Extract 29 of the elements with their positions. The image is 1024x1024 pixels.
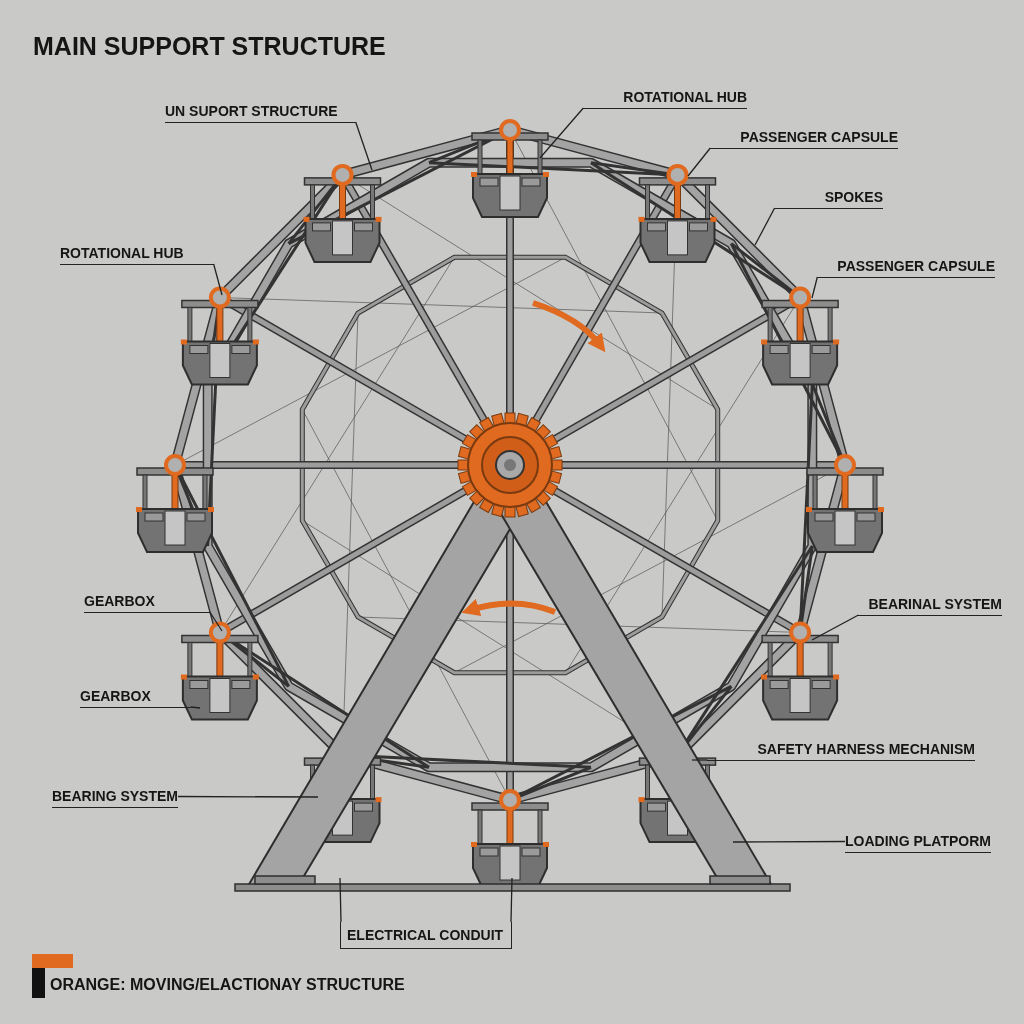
leader-line — [213, 263, 223, 296]
leader-line — [732, 840, 846, 843]
legend-text: ORANGE: MOVING/ELACTIONAY STRUCTURE — [50, 976, 405, 994]
callout-label: SAFETY HARNESS MECHANISM — [707, 738, 975, 761]
leader-line — [190, 706, 201, 709]
callout-label: SPOKES — [774, 186, 883, 209]
leader-line — [811, 614, 860, 641]
callout-label: GEARBOX — [80, 685, 191, 708]
callout-label: BEARING SYSTEM — [52, 785, 178, 808]
callout-label: LOADING PLATPORM — [845, 830, 991, 853]
leader-line — [510, 877, 513, 923]
callout-label: PASSENGER CAPSULE — [710, 126, 898, 149]
leader-line — [209, 611, 223, 632]
callout-label: ELECTRICAL CONDUIT — [340, 922, 512, 949]
callout-label: PASSENGER CAPSULE — [817, 255, 995, 278]
leader-line — [754, 207, 776, 246]
leader-line — [539, 107, 584, 159]
callout-label: GEARBOX — [84, 590, 210, 613]
leader-line — [811, 276, 818, 299]
callout-label: ROTATIONAL HUB — [60, 242, 214, 265]
callout-label: BEARINAL SYSTEM — [858, 593, 1002, 616]
title: MAIN SUPPORT STRUCTURE — [33, 32, 386, 61]
callout-label: UN SUPORT STRUCTURE — [165, 100, 356, 123]
leader-line — [691, 759, 709, 761]
leader-line — [177, 795, 319, 798]
leader-line — [339, 877, 342, 923]
callout-label: ROTATIONAL HUB — [583, 86, 747, 109]
leader-line — [355, 121, 373, 171]
leader-line — [687, 147, 711, 177]
